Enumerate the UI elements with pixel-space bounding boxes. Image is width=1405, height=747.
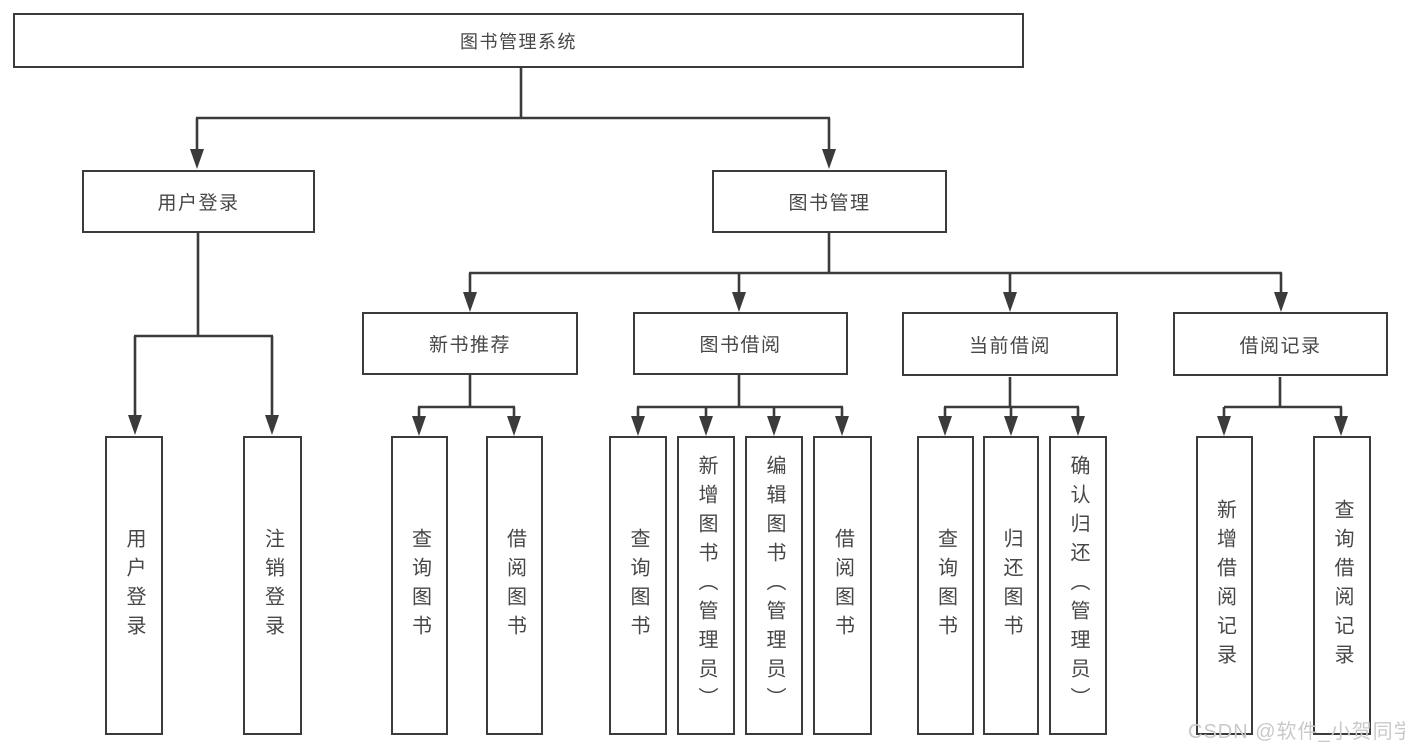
connector-borrow-record-branch bbox=[1217, 377, 1348, 436]
node-book-mgmt-label: 图书管理 bbox=[788, 193, 871, 214]
leaf-record-query-record: 查询借阅记录 bbox=[1313, 436, 1371, 735]
node-user-login-label: 用户登录 bbox=[157, 193, 240, 214]
node-new-book-rec: 新书推荐 bbox=[362, 312, 578, 375]
node-root-label: 图书管理系统 bbox=[460, 31, 577, 52]
connector-current-borrow-branch bbox=[938, 377, 1085, 436]
leaf-current-confirm-return-admin: 确认归还（管理员） bbox=[1049, 436, 1107, 735]
connector-root-branch bbox=[190, 68, 836, 169]
node-borrow-record-label: 借阅记录 bbox=[1239, 335, 1322, 357]
connector-book-borrow-branch bbox=[631, 375, 849, 436]
leaf-newrec-borrow-books: 借阅图书 bbox=[486, 436, 543, 735]
csdn-watermark: CSDN @软件_小贺同学 bbox=[1188, 721, 1405, 743]
leaf-borrow-edit-books-admin: 编辑图书（管理员） bbox=[745, 436, 803, 735]
leaf-record-add-record: 新增借阅记录 bbox=[1196, 436, 1253, 735]
leaf-current-return-books: 归还图书 bbox=[983, 436, 1039, 735]
leaf-current-query-books: 查询图书 bbox=[917, 436, 974, 735]
leaf-borrow-query-books: 查询图书 bbox=[609, 436, 667, 735]
leaf-logout: 注销登录 bbox=[243, 436, 302, 735]
node-new-book-rec-label: 新书推荐 bbox=[428, 335, 511, 356]
node-book-mgmt: 图书管理 bbox=[712, 170, 947, 233]
connector-book-mgmt-branch bbox=[463, 233, 1288, 312]
leaf-borrow-borrow-books: 借阅图书 bbox=[813, 436, 872, 735]
leaf-newrec-query-books: 查询图书 bbox=[391, 436, 448, 735]
connector-user-login-branch bbox=[128, 233, 279, 435]
leaf-borrow-add-books-admin: 新增图书（管理员） bbox=[677, 436, 735, 735]
node-root-system: 图书管理系统 bbox=[13, 13, 1024, 68]
node-book-borrow-label: 图书借阅 bbox=[699, 335, 782, 356]
node-current-borrow-label: 当前借阅 bbox=[968, 335, 1051, 357]
node-current-borrow: 当前借阅 bbox=[902, 312, 1118, 376]
node-book-borrow: 图书借阅 bbox=[633, 312, 848, 375]
connector-new-book-rec-branch bbox=[412, 375, 521, 436]
node-borrow-record: 借阅记录 bbox=[1173, 312, 1388, 376]
leaf-user-login: 用户登录 bbox=[105, 436, 163, 735]
node-user-login: 用户登录 bbox=[82, 170, 315, 233]
